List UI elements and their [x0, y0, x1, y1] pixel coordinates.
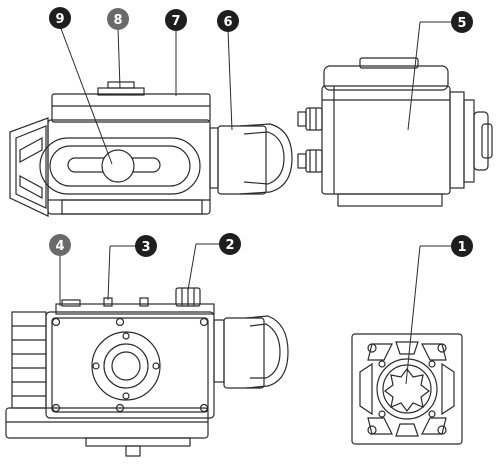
iso-flange-view: [351, 333, 463, 445]
cable-gland-upper: [297, 107, 323, 131]
manual-override-slot: [39, 137, 201, 195]
callout-3-label: 3: [141, 240, 150, 255]
callout-1-label: 1: [457, 240, 466, 255]
left-cover: [9, 117, 49, 217]
callout-8: 8: [107, 8, 129, 30]
vent-plug: [61, 299, 81, 307]
callout-2-label: 2: [225, 238, 234, 253]
callout-5-label: 5: [457, 16, 466, 31]
callout-4-label: 4: [55, 239, 64, 254]
leader-lines: [59, 21, 454, 385]
callout-8-label: 8: [113, 13, 122, 28]
bottom-motor-box: [223, 317, 265, 389]
callout-6-label: 6: [223, 15, 232, 30]
bottom-view: [5, 287, 289, 457]
callout-3: 3: [135, 235, 157, 257]
side-top-cover: [323, 65, 449, 91]
front-view: [9, 81, 293, 217]
cable-gland-lower: [297, 149, 323, 173]
callout-9: 9: [49, 7, 71, 29]
mounting-flange: [91, 331, 161, 401]
callout-7-label: 7: [171, 14, 180, 29]
side-view: [297, 57, 493, 207]
callout-1: 1: [451, 235, 473, 257]
callout-2: 2: [219, 233, 241, 255]
star-drive-socket: [384, 368, 430, 412]
indicator-cap: [107, 81, 135, 89]
callout-5: 5: [451, 11, 473, 33]
top-cover: [51, 93, 211, 123]
callout-9-label: 9: [55, 12, 64, 27]
callout-4: 4: [49, 234, 71, 256]
side-housing: [321, 85, 451, 195]
manual-knob: [101, 149, 135, 183]
callout-7: 7: [165, 9, 187, 31]
flange-bore-ring: [376, 358, 438, 420]
flange-plate: [351, 333, 463, 445]
bottom-plate: [45, 311, 215, 419]
callout-6: 6: [217, 10, 239, 32]
